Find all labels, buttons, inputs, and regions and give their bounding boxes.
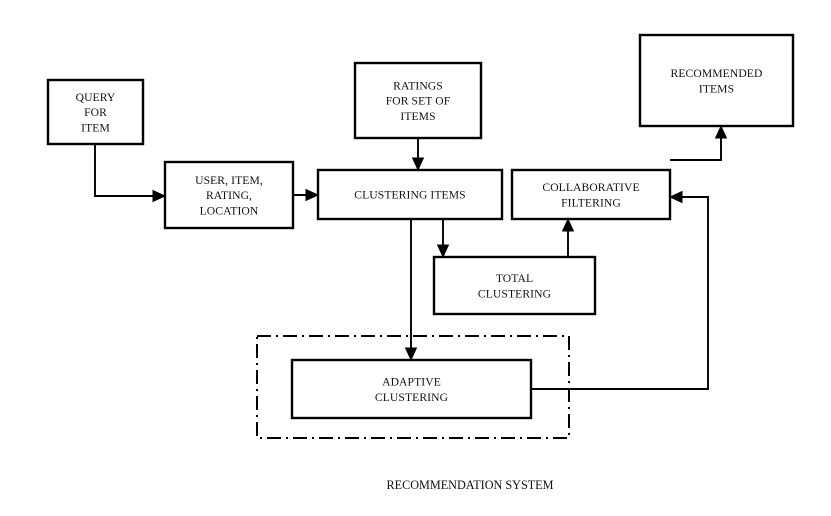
total-to-collaborative-arrowhead-icon	[561, 218, 575, 232]
total-clustering-label-line-0: TOTAL	[496, 272, 533, 285]
query-to-user	[94, 144, 166, 203]
process-boxes-layer: QUERY FOR ITEM USER, ITEM, RATING, LOCATION RA…	[46, 33, 795, 420]
node-total-clustering: TOTAL CLUSTERING	[432, 255, 597, 316]
ratings-for-set-of-items-label-line-0: RATINGS	[393, 80, 443, 93]
clustering-items-box	[316, 168, 504, 221]
node-user-item-rating-location: USER, ITEM, RATING, LOCATION	[163, 160, 295, 230]
node-query-for-item: QUERY FOR ITEM	[46, 78, 145, 146]
user-item-rating-location-label-line-2: LOCATION	[200, 204, 259, 217]
query-for-item-box	[46, 78, 145, 146]
clustering-to-adaptive-arrowhead-icon	[404, 347, 418, 361]
node-clustering-items: CLUSTERING ITEMS	[316, 168, 504, 221]
collaborative-filtering-box	[510, 168, 672, 221]
user-to-clustering	[293, 188, 319, 202]
clustering-to-total-arrowhead-icon	[436, 244, 450, 258]
adaptive-to-collaborative-arrowhead-icon	[669, 190, 683, 204]
ratings-for-set-of-items-label-line-1: FOR SET OF	[386, 95, 451, 108]
recommended-items-label-line-0: RECOMMENDED	[671, 67, 763, 80]
query-for-item-label-line-1: FOR	[84, 106, 107, 119]
node-adaptive-clustering: ADAPTIVE CLUSTERING	[290, 358, 533, 420]
connector-layer	[94, 125, 728, 390]
total-to-collaborative	[561, 218, 575, 257]
adaptive-clustering-label-line-0: ADAPTIVE	[382, 376, 441, 389]
adaptive-clustering-box	[290, 358, 533, 420]
user-item-rating-location-label-line-1: RATING,	[206, 189, 252, 202]
ratings-to-clustering	[411, 138, 425, 171]
adaptive-clustering-label-line-1: CLUSTERING	[375, 391, 449, 404]
collaborative-filtering-label-line-1: FILTERING	[561, 196, 621, 209]
node-collaborative-filtering: COLLABORATIVE FILTERING	[510, 168, 672, 221]
query-to-user-arrowhead-icon	[152, 189, 166, 203]
total-clustering-label-line-1: CLUSTERING	[478, 287, 552, 300]
total-clustering-box	[432, 255, 597, 316]
adaptive-to-collaborative-line	[531, 196, 709, 390]
diagram-caption: RECOMMENDATION SYSTEM	[387, 478, 554, 492]
recommendation-system-group	[256, 335, 570, 439]
user-item-rating-location-box	[163, 160, 295, 230]
group-boundaries-layer	[256, 335, 570, 439]
user-item-rating-location-label-line-0: USER, ITEM,	[195, 174, 263, 187]
user-to-clustering-arrowhead-icon	[305, 188, 319, 202]
collaborative-to-recommended-line	[670, 132, 722, 161]
ratings-for-set-of-items-box	[353, 61, 483, 140]
clustering-to-total	[436, 219, 450, 258]
query-to-user-line	[94, 144, 160, 197]
ratings-for-set-of-items-label-line-2: ITEMS	[400, 110, 435, 123]
collaborative-filtering-label-line-0: COLLABORATIVE	[542, 181, 639, 194]
collaborative-to-recommended	[670, 125, 728, 161]
clustering-to-adaptive	[404, 219, 418, 361]
query-for-item-label-line-0: QUERY	[76, 91, 116, 104]
node-recommended-items: RECOMMENDED ITEMS	[638, 33, 795, 128]
ratings-to-clustering-arrowhead-icon	[411, 157, 425, 171]
clustering-items-label-line-0: CLUSTERING ITEMS	[354, 189, 465, 202]
adaptive-to-collaborative	[531, 190, 709, 390]
query-for-item-label-line-2: ITEM	[81, 121, 110, 134]
recommended-items-box	[638, 33, 795, 128]
node-ratings-for-set-of-items: RATINGS FOR SET OF ITEMS	[353, 61, 483, 140]
recommended-items-label-line-1: ITEMS	[699, 82, 734, 95]
collaborative-to-recommended-arrowhead-icon	[714, 125, 728, 139]
